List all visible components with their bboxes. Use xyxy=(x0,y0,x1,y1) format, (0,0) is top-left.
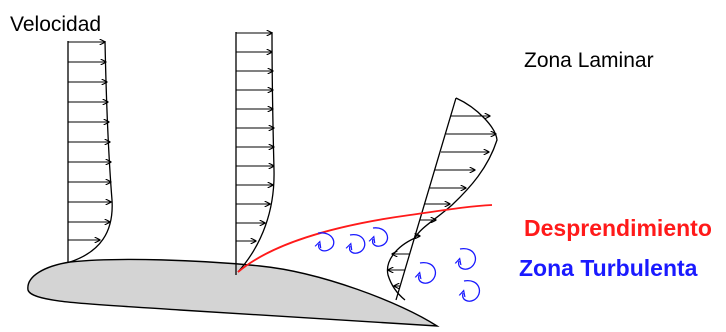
velocity-profile-2 xyxy=(235,32,275,275)
eddy-2 xyxy=(350,234,366,254)
eddy-5 xyxy=(419,262,437,284)
airfoil xyxy=(27,258,440,327)
laminar-zone-label: Zona Laminar xyxy=(524,49,654,72)
separation-label: Desprendimiento xyxy=(524,215,712,241)
eddy-6 xyxy=(463,280,481,302)
velocity-label: Velocidad xyxy=(10,13,102,36)
velocity-profile-1 xyxy=(67,41,113,263)
eddy-4 xyxy=(459,248,477,270)
turbulent-zone-label: Zona Turbulenta xyxy=(519,255,698,281)
eddy-1 xyxy=(318,232,335,252)
velocity-profile-3 xyxy=(386,97,498,301)
eddy-3 xyxy=(373,227,389,247)
turbulent-eddies xyxy=(318,227,481,302)
separation-line xyxy=(237,204,493,273)
